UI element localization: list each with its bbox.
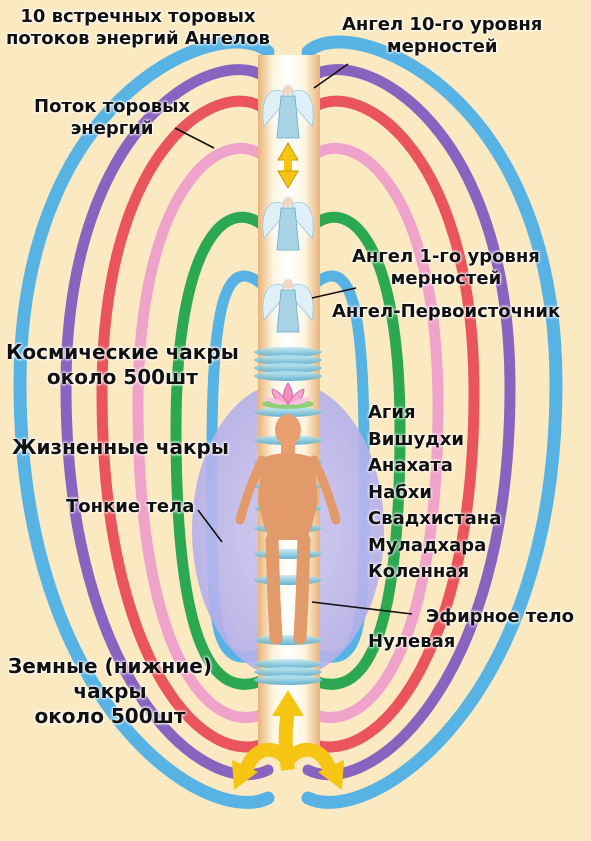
label-earth-chakras: Земные (нижние) чакры около 500шт [8,654,212,728]
label-subtle-bodies: Тонкие тела [66,496,195,517]
chakra-disk [254,371,322,381]
chakra-disk [254,355,322,365]
human-figure-icon [235,414,341,645]
flow-loop [302,211,406,690]
flow-loop [60,64,274,781]
flow-loop [96,95,274,753]
label-angel-source: Ангел-Первоисточник [332,301,561,322]
chakra-name: Агия [368,402,416,423]
chakra-disk [254,575,322,585]
flow-loop [170,211,274,690]
leader-lines [174,63,413,615]
chakra-disk [254,667,322,677]
flow-loop [301,35,563,809]
flow-loop [302,64,516,781]
flow-loop [13,35,275,809]
chakra-name: Анахата [368,455,453,476]
label-toroidal-stream: Поток торовых энергий [34,96,191,139]
flow-loop [132,142,274,723]
chakra-disk [254,675,322,685]
flow-loop [302,95,480,753]
chakra-name: Вишудхи [368,428,464,450]
label-zero-chakra: Нулевая [368,631,456,652]
chakra-disk [254,347,322,357]
angel-figure-icon [260,270,316,342]
label-etheric-body: Эфирное тело [426,606,575,627]
chakra-disk [254,635,322,645]
double-arrow-icon [277,142,299,189]
chakra-name-list: Агия Вишудхи Анахата Набхи Свадхистана М… [368,400,501,586]
chakra-name: Набхи [368,481,433,503]
chakra-disk [254,363,322,373]
chakra-name: Коленная [368,561,470,582]
angel-figure-icon [260,76,316,148]
label-toroidal-flows-10: 10 встречных торовых потоков энергий Анг… [6,6,270,49]
chakra-disk [254,659,322,669]
angel-figure-icon [260,188,316,260]
lotus-icon [262,382,314,409]
chakra-disk [254,407,322,417]
label-angel-level-10: Ангел 10-го уровня мерностей [342,14,543,57]
label-cosmic-chakras: Космические чакры около 500шт [6,340,239,389]
chakra-name: Свадхистана [368,508,502,529]
angel-figures [260,76,316,342]
chakra-name: Муладхара [368,534,487,556]
label-angel-level-1: Ангел 1-го уровня мерностей [352,246,540,289]
yellow-split-arrows [232,690,344,790]
flow-loop [302,142,444,723]
chakra-disk [254,549,322,559]
label-life-chakras: Жизненные чакры [12,435,229,459]
